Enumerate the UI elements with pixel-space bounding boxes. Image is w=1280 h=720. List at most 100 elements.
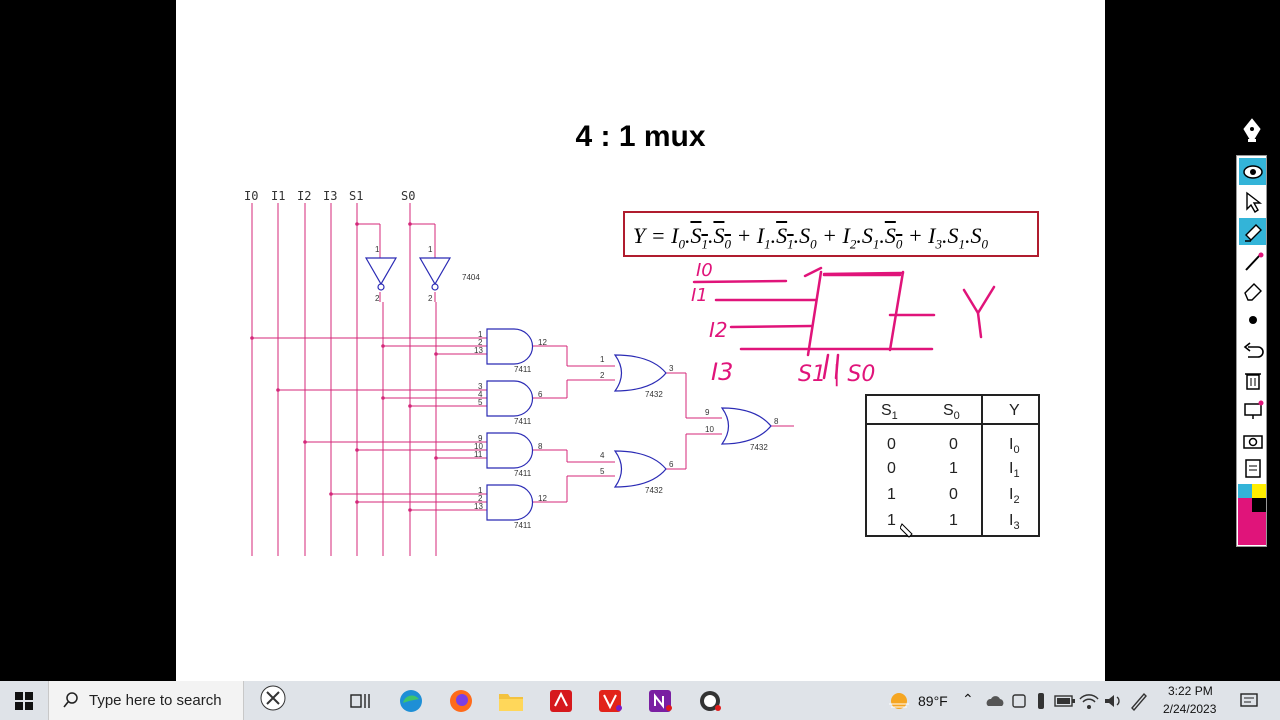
obs-icon[interactable] (696, 686, 726, 716)
pin-label: 1 (375, 245, 380, 254)
presentation-slide: 4 : 1 mux (176, 0, 1105, 681)
table-cell: I1 (1009, 460, 1020, 481)
equation-term: I3.S1.S0 (928, 223, 988, 252)
wifi-icon[interactable] (1074, 686, 1104, 716)
camera-icon[interactable] (1239, 426, 1266, 453)
truth-table: S1 S0 Y 0 0 I0 0 1 I1 1 0 I2 1 1 I3 (865, 394, 1040, 537)
table-header: S0 (943, 402, 960, 423)
dot-icon[interactable] (1239, 306, 1266, 333)
chip-label-and: 7411 (514, 365, 532, 374)
color-swatch-magenta[interactable] (1238, 498, 1252, 512)
chip-label-or: 7432 (645, 486, 663, 495)
signal-label-s0: S0 (401, 189, 416, 203)
mux-equation: Y = I0.S1.S0 + I1.S1.S0 + I2.S1.S0 + I3.… (623, 211, 1039, 257)
search-box[interactable]: Type here to search (48, 681, 244, 720)
file-explorer-icon[interactable] (496, 686, 526, 716)
pointer-icon[interactable] (1239, 188, 1266, 215)
device-icon[interactable] (1004, 686, 1034, 716)
color-swatch-black[interactable] (1252, 498, 1266, 512)
chip-label-or: 7432 (750, 443, 768, 452)
trash-icon[interactable] (1239, 366, 1266, 393)
search-placeholder: Type here to search (89, 692, 222, 709)
pin-label: 12 (538, 338, 547, 347)
pin-label: 2 (478, 338, 483, 347)
handwritten-selects: S1 | S0 (798, 362, 876, 387)
table-cell: 0 (887, 460, 896, 477)
color-palette (1238, 484, 1266, 545)
color-swatch-blue[interactable] (1238, 484, 1252, 498)
annotation-toolbar (1236, 155, 1267, 547)
chip-label-or: 7432 (645, 390, 663, 399)
onedrive-icon[interactable] (980, 686, 1010, 716)
signal-label-s1: S1 (349, 189, 364, 203)
equation-term: I2.S1.S0 (842, 223, 903, 252)
table-cell: I3 (1009, 512, 1020, 533)
pin-label: 8 (774, 417, 779, 426)
pin-label: 13 (474, 346, 483, 355)
pin-label: 5 (600, 467, 605, 476)
eye-icon[interactable] (1239, 158, 1266, 185)
onenote-icon[interactable] (646, 686, 676, 716)
search-highlight-icon[interactable] (259, 683, 289, 713)
pen-workspace-icon[interactable] (1124, 686, 1154, 716)
signal-label-i1: I1 (271, 189, 286, 203)
pin-label: 6 (538, 390, 543, 399)
edge-icon[interactable] (396, 686, 426, 716)
weather-icon[interactable] (884, 686, 914, 716)
table-cell: 0 (887, 436, 896, 453)
pin-label: 10 (705, 425, 714, 434)
clock-time[interactable]: 3:22 PM (1168, 684, 1213, 698)
pin-label: 5 (478, 398, 483, 407)
pin-label: 3 (478, 382, 483, 391)
pin-label: 8 (538, 442, 543, 451)
highlighter-icon[interactable] (1239, 218, 1266, 245)
start-icon[interactable] (9, 686, 39, 716)
clipboard-icon[interactable] (1239, 454, 1266, 481)
pin-label: 9 (705, 408, 710, 417)
pin-label: 2 (478, 494, 483, 503)
table-cell: 0 (949, 486, 958, 503)
chevron-up-icon[interactable]: ⌃ (962, 691, 974, 707)
color-swatch-selected[interactable] (1238, 512, 1266, 545)
slide-title: 4 : 1 mux (575, 120, 706, 153)
circuit-diagram (250, 203, 996, 556)
handwritten-input-i1: I1 (691, 285, 708, 306)
pin-label: 12 (538, 494, 547, 503)
usb-icon[interactable] (1026, 686, 1056, 716)
pin-label: 3 (669, 364, 674, 373)
line-icon[interactable] (1239, 248, 1266, 275)
pin-label: 11 (474, 450, 483, 459)
table-header: Y (1009, 402, 1020, 419)
screen-icon[interactable] (1239, 396, 1266, 423)
table-cell: I2 (1009, 486, 1020, 507)
handwritten-input-i0: I0 (696, 260, 713, 281)
acrobat-icon[interactable] (546, 686, 576, 716)
pin-label: 2 (428, 294, 433, 303)
pin-label: 6 (669, 460, 674, 469)
table-header: S1 (881, 402, 898, 423)
pin-label: 1 (428, 245, 433, 254)
battery-icon[interactable] (1050, 686, 1080, 716)
pdf-editor-icon[interactable] (596, 686, 626, 716)
table-cell: 1 (887, 512, 896, 529)
notification-icon[interactable] (1234, 686, 1264, 716)
firefox-icon[interactable] (446, 686, 476, 716)
pin-label: 13 (474, 502, 483, 511)
undo-icon[interactable] (1239, 336, 1266, 363)
weather-temperature[interactable]: 89°F (918, 693, 948, 709)
equation-term: I1.S1.S0 (756, 223, 817, 252)
eraser-icon[interactable] (1239, 276, 1266, 303)
clock-date[interactable]: 2/24/2023 (1163, 702, 1217, 716)
pin-label: 9 (478, 434, 483, 443)
volume-icon[interactable] (1098, 686, 1128, 716)
handwritten-input-i3: I3 (711, 358, 734, 386)
pin-label: 2 (600, 371, 605, 380)
table-cell: 0 (949, 436, 958, 453)
task-view-icon[interactable] (345, 686, 375, 716)
color-swatch-yellow[interactable] (1252, 484, 1266, 498)
windows-taskbar: Type here to search 89°F ⌃ (0, 681, 1280, 720)
chip-label-inverter: 7404 (462, 273, 480, 282)
pin-label: 1 (600, 355, 605, 364)
pin-label: 4 (478, 390, 483, 399)
pen-nib-icon[interactable] (1240, 117, 1264, 143)
